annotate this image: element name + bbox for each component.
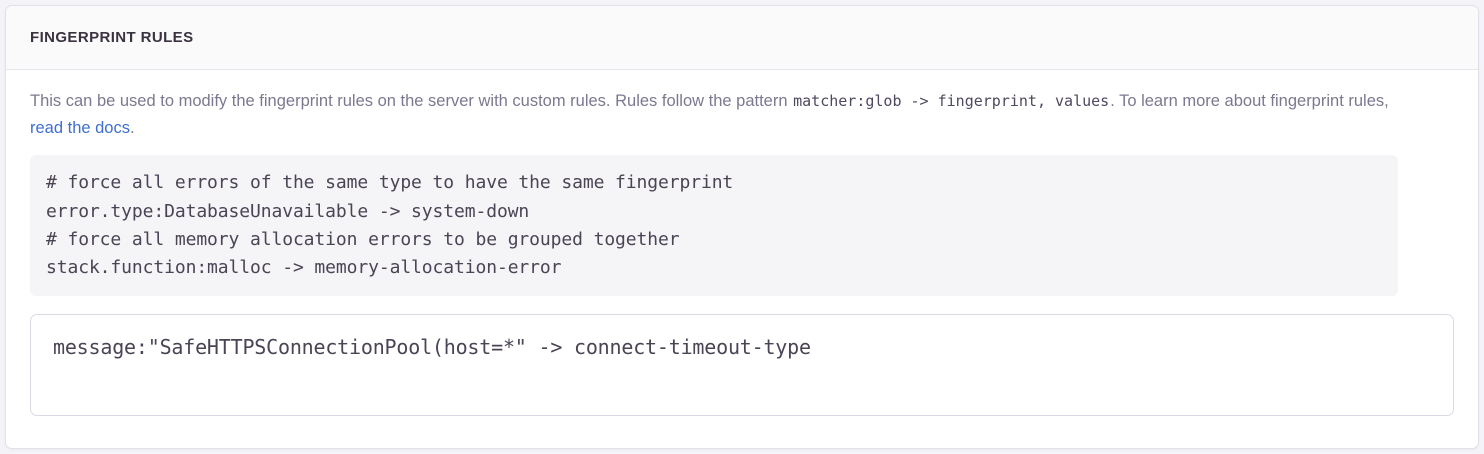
description-part-3: .: [129, 118, 135, 137]
fingerprint-rules-textarea[interactable]: [30, 313, 1454, 416]
inline-code-pattern: matcher:glob -> fingerprint, values: [793, 92, 1110, 110]
page-title: FINGERPRINT RULES: [30, 29, 194, 46]
description-part-2: . To learn more about fingerprint rules,: [1110, 92, 1389, 110]
panel-body: This can be used to modify the fingerpri…: [6, 70, 1478, 416]
fingerprint-rules-panel: FINGERPRINT RULES This can be used to mo…: [5, 5, 1479, 449]
read-the-docs-link[interactable]: read the docs: [30, 118, 130, 137]
description-text: This can be used to modify the fingerpri…: [30, 88, 1420, 141]
description-part-1: This can be used to modify the fingerpri…: [30, 92, 793, 110]
panel-header: FINGERPRINT RULES: [6, 6, 1478, 70]
code-line: # force all errors of the same type to h…: [46, 172, 734, 194]
code-line: # force all memory allocation errors to …: [46, 228, 680, 250]
code-line: stack.function:malloc -> memory-allocati…: [46, 256, 562, 278]
example-code-block: # force all errors of the same type to h…: [30, 155, 1398, 296]
code-line: error.type:DatabaseUnavailable -> system…: [46, 200, 530, 222]
